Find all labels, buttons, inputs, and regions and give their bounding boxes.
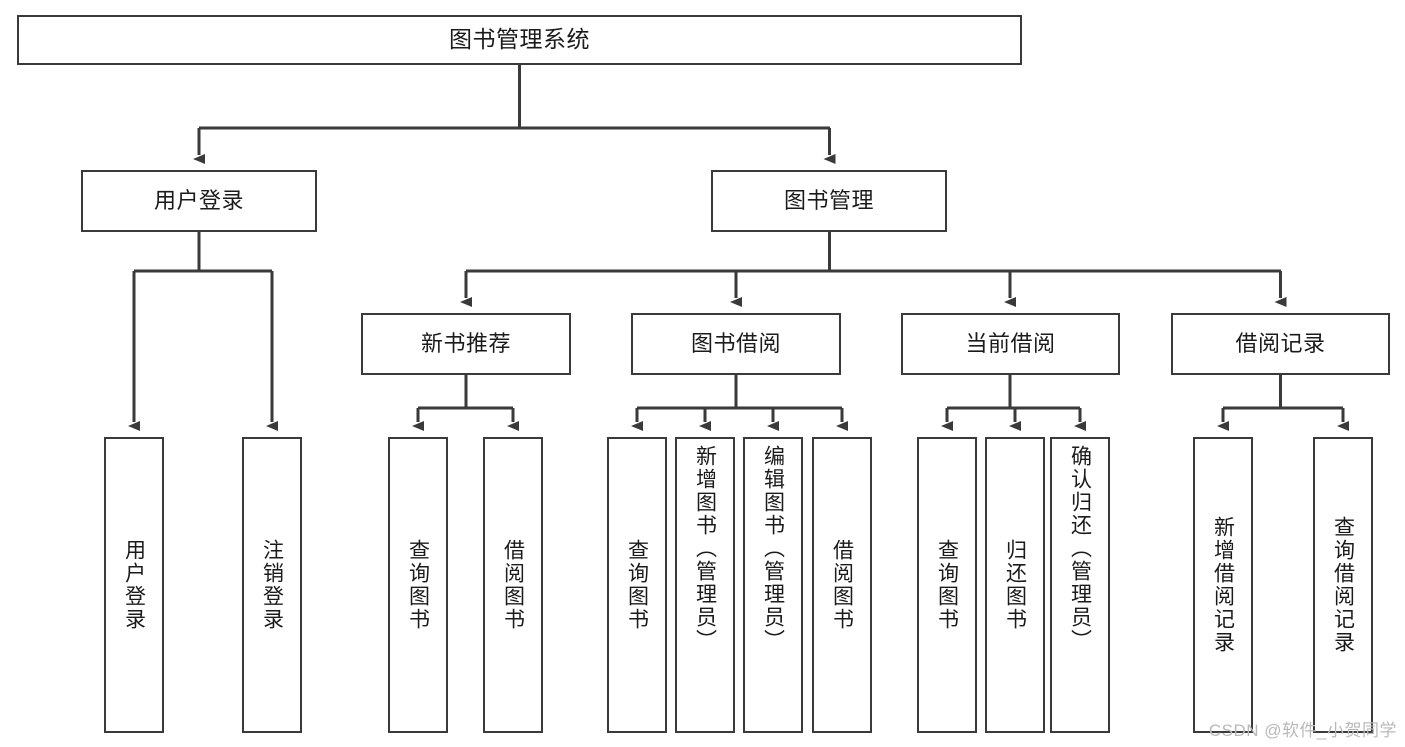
connector-group-book-borrow <box>631 375 848 431</box>
node-new-book-recommend-label: 新书推荐 <box>420 330 511 356</box>
node-leaf-edit-book[interactable]: 编辑图书（管理员） <box>743 437 803 733</box>
node-leaf-return-book-label: 归还图书 <box>1003 539 1027 631</box>
node-leaf-user-login[interactable]: 用户登录 <box>104 437 164 733</box>
node-leaf-query-book-1-label: 查询图书 <box>406 539 430 631</box>
connector-group-borrow-record <box>1217 375 1349 431</box>
node-leaf-add-record-label: 新增借阅记录 <box>1211 516 1235 654</box>
node-leaf-return-book[interactable]: 归还图书 <box>985 437 1045 733</box>
node-book-manage-label: 图书管理 <box>783 187 874 213</box>
node-leaf-confirm-return-label: 确认归还（管理员） <box>1068 445 1092 652</box>
node-leaf-borrow-book-1[interactable]: 借阅图书 <box>483 437 543 733</box>
node-root[interactable]: 图书管理系统 <box>17 15 1022 65</box>
node-borrow-record[interactable]: 借阅记录 <box>1171 313 1390 375</box>
node-root-label: 图书管理系统 <box>449 26 590 53</box>
node-book-borrow[interactable]: 图书借阅 <box>631 313 841 375</box>
node-leaf-borrow-book-2[interactable]: 借阅图书 <box>812 437 872 733</box>
node-leaf-query-book-3[interactable]: 查询图书 <box>917 437 977 733</box>
node-leaf-query-record[interactable]: 查询借阅记录 <box>1313 437 1373 733</box>
node-current-borrow-label: 当前借阅 <box>965 330 1056 356</box>
node-leaf-query-book-1[interactable]: 查询图书 <box>388 437 448 733</box>
connector-group-user-login <box>128 232 278 431</box>
node-leaf-edit-book-label: 编辑图书（管理员） <box>761 445 785 652</box>
node-leaf-logout[interactable]: 注销登录 <box>242 437 302 733</box>
node-leaf-logout-label: 注销登录 <box>260 539 284 631</box>
node-book-manage[interactable]: 图书管理 <box>711 170 947 232</box>
node-leaf-add-book[interactable]: 新增图书（管理员） <box>675 437 735 733</box>
node-leaf-borrow-book-2-label: 借阅图书 <box>830 539 854 631</box>
connector-group-book-manage <box>460 232 1287 307</box>
node-leaf-add-book-label: 新增图书（管理员） <box>693 445 717 652</box>
node-book-borrow-label: 图书借阅 <box>690 330 781 356</box>
connector-group-current-borrow <box>941 375 1086 431</box>
node-new-book-recommend[interactable]: 新书推荐 <box>361 313 571 375</box>
node-leaf-add-record[interactable]: 新增借阅记录 <box>1193 437 1253 733</box>
node-user-login[interactable]: 用户登录 <box>81 170 317 232</box>
node-current-borrow[interactable]: 当前借阅 <box>901 313 1120 375</box>
connector-group-new-book-rec <box>412 375 519 431</box>
node-leaf-query-book-2-label: 查询图书 <box>625 539 649 631</box>
node-leaf-query-book-2[interactable]: 查询图书 <box>607 437 667 733</box>
node-leaf-borrow-book-1-label: 借阅图书 <box>501 539 525 631</box>
node-borrow-record-label: 借阅记录 <box>1235 330 1326 356</box>
node-user-login-label: 用户登录 <box>153 187 244 213</box>
node-leaf-confirm-return[interactable]: 确认归还（管理员） <box>1050 437 1110 733</box>
node-leaf-query-book-3-label: 查询图书 <box>935 539 959 631</box>
watermark-text: CSDN @软件_小贺同学 <box>1208 721 1397 740</box>
node-leaf-query-record-label: 查询借阅记录 <box>1331 516 1355 654</box>
node-leaf-user-login-label: 用户登录 <box>122 539 146 631</box>
connector-group-root <box>193 65 836 164</box>
